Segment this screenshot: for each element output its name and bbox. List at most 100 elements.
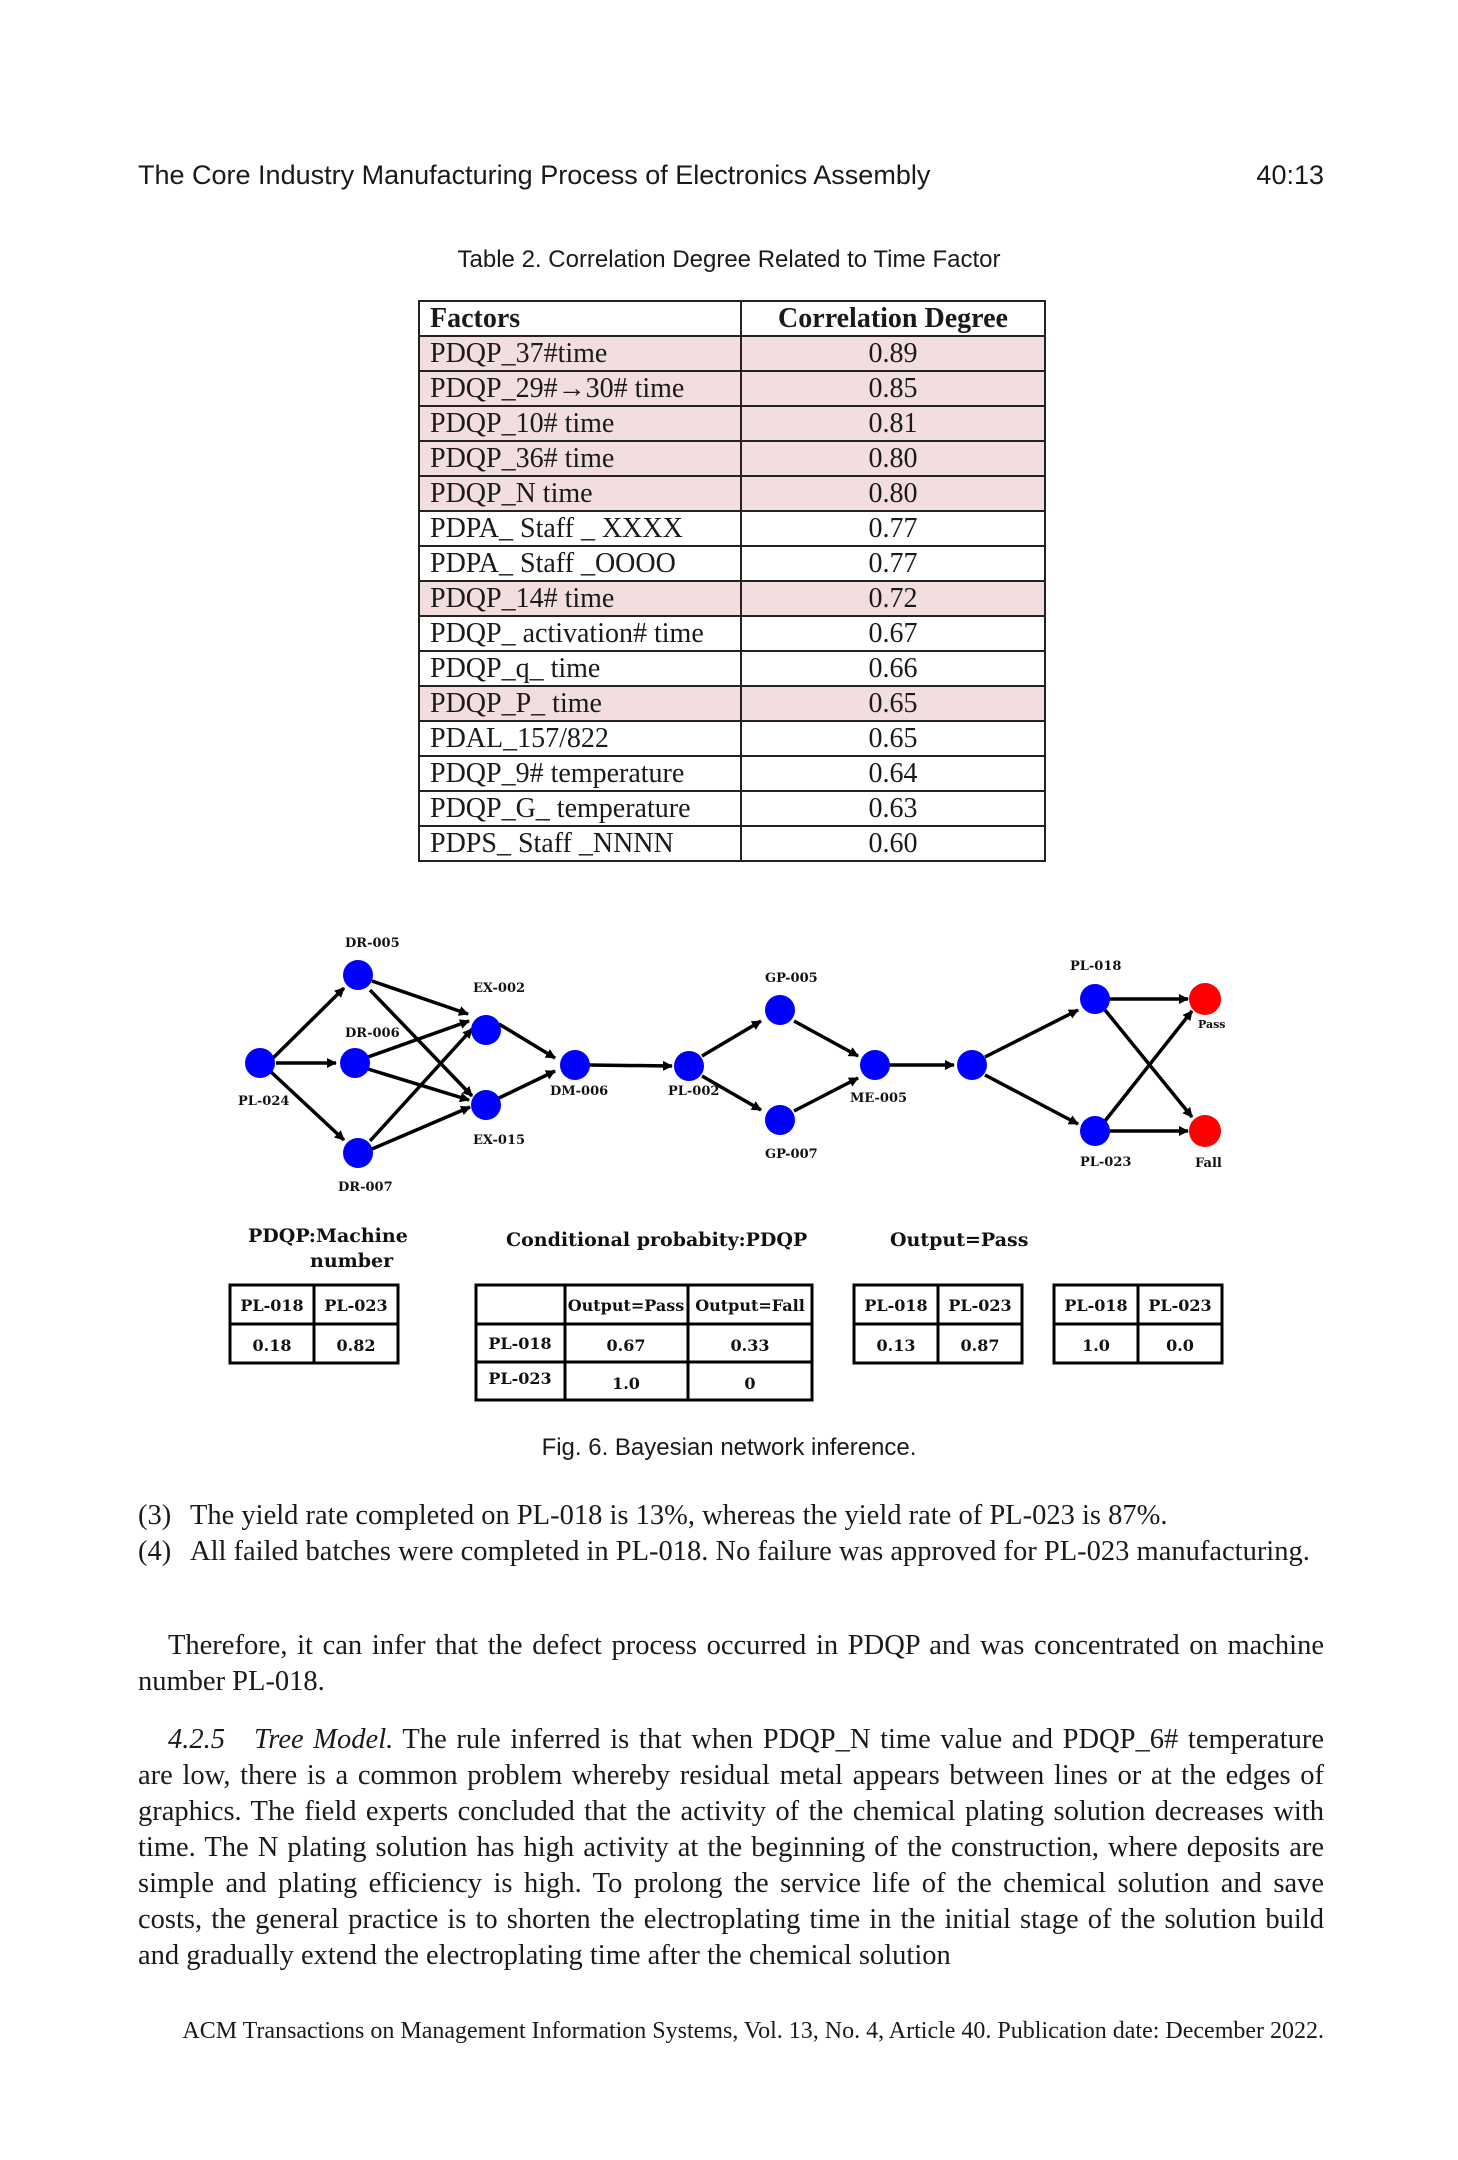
correlation-cell: 0.89 (740, 335, 1046, 372)
factor-cell: PDQP_G_ temperature (418, 790, 742, 827)
machine-h1: PL-018 (240, 1296, 303, 1315)
label-pl-002: PL-002 (668, 1084, 719, 1099)
section-tree-model: 4.2.5 Tree Model. The rule inferred is t… (138, 1722, 1324, 1974)
cond-r1v2: 0.33 (731, 1336, 770, 1355)
label-pl-018: PL-018 (1070, 959, 1121, 974)
correlation-cell: 0.65 (740, 720, 1046, 757)
probability-tables: PDQP:Machine number Conditional probabit… (228, 1225, 1224, 1402)
label-me-005: ME-005 (850, 1091, 907, 1106)
correlation-degree-header: Correlation Degree (740, 300, 1046, 337)
factor-cell: PDPA_ Staff _ XXXX (418, 510, 742, 547)
node-gp-007 (765, 1105, 795, 1135)
node-pl-002 (674, 1051, 704, 1081)
edge (371, 1105, 471, 1151)
node-pl-018 (1080, 984, 1110, 1014)
edge (1103, 1009, 1194, 1123)
list-number: (4) (138, 1536, 172, 1567)
correlation-cell: 0.63 (740, 790, 1046, 827)
node-dm-006 (560, 1050, 590, 1080)
label-pl-024: PL-024 (238, 1094, 289, 1109)
factor-cell: PDQP_ activation# time (418, 615, 742, 652)
out1-v2: 0.87 (961, 1336, 1000, 1355)
cond-title: Conditional probabity:PDQP (506, 1229, 807, 1251)
factor-cell: PDQP_N time (418, 475, 742, 512)
edge (498, 1069, 556, 1100)
edge (368, 988, 474, 1098)
out1-v1: 0.13 (877, 1336, 916, 1355)
figure-caption: Fig. 6. Bayesian network inference. (541, 1434, 917, 1461)
label-gp-005: GP-005 (765, 971, 818, 986)
node-pass (1189, 983, 1221, 1015)
correlation-cell: 0.65 (740, 685, 1046, 722)
out1-h2: PL-023 (948, 1296, 1011, 1315)
node-ex-002 (471, 1015, 501, 1045)
node-dr-007 (343, 1138, 373, 1168)
machine-h2: PL-023 (324, 1296, 387, 1315)
node-junction (957, 1050, 987, 1080)
correlation-cell: 0.81 (740, 405, 1046, 442)
table-header-row: Factors Correlation Degree (418, 300, 1046, 337)
table-cells: PL-018 PL-023 0.18 0.82 Output=Pass Outp… (240, 1296, 1211, 1393)
cond-h2: Output=Fall (695, 1296, 805, 1315)
section-number: 4.2.5 (168, 1724, 225, 1755)
factor-cell: PDQP_9# temperature (418, 755, 742, 792)
edge (701, 1074, 762, 1112)
edge (701, 1019, 762, 1058)
node-pl-024 (245, 1048, 275, 1078)
factor-cell: PDQP_29#→30# time (418, 370, 742, 407)
running-header: The Core Industry Manufacturing Process … (138, 160, 1324, 200)
list-number: (3) (138, 1500, 172, 1531)
cond-r1v1: 0.67 (607, 1336, 646, 1355)
edge (793, 1076, 859, 1113)
edge (367, 1067, 470, 1103)
factor-cell: PDPS_ Staff _NNNN (418, 825, 742, 862)
edge (371, 979, 469, 1016)
correlation-cell: 0.85 (740, 370, 1046, 407)
node-me-005 (860, 1050, 890, 1080)
table-caption: Table 2. Correlation Degree Related to T… (457, 246, 1001, 273)
network-nodes (245, 960, 1110, 1168)
list-item-4: (4) All failed batches were completed in… (138, 1534, 1324, 1570)
journal-footer: ACM Transactions on Management Informati… (182, 2018, 1324, 2044)
edge (984, 1073, 1079, 1126)
out2-v2: 0.0 (1166, 1336, 1194, 1355)
edge (268, 986, 346, 1063)
factor-cell: PDQP_14# time (418, 580, 742, 617)
factor-cell: PDQP_P_ time (418, 685, 742, 722)
machine-title-2: number (310, 1250, 394, 1272)
table-borders (228, 1283, 1224, 1402)
list-item-3: (3) The yield rate completed on PL-018 i… (138, 1498, 1324, 1534)
out2-h1: PL-018 (1064, 1296, 1127, 1315)
correlation-cell: 0.72 (740, 580, 1046, 617)
out2-v1: 1.0 (1082, 1336, 1110, 1355)
edge (588, 1060, 673, 1071)
edge (368, 1027, 474, 1143)
label-fall: Fall (1195, 1156, 1222, 1171)
label-ex-015: EX-015 (473, 1133, 525, 1148)
out1-h1: PL-018 (864, 1296, 927, 1315)
cond-h1: Output=Pass (568, 1296, 685, 1315)
correlation-cell: 0.67 (740, 615, 1046, 652)
list-text: The yield rate completed on PL-018 is 13… (190, 1500, 1168, 1531)
correlation-cell: 0.64 (740, 755, 1046, 792)
factor-cell: PDAL_157/822 (418, 720, 742, 757)
outcome-nodes (1189, 983, 1221, 1147)
network-edges (268, 979, 1194, 1151)
factors-header: Factors (418, 300, 742, 337)
node-labels: PL-024 DR-005 DR-006 DR-007 EX-002 EX-01… (238, 936, 1226, 1195)
edge (498, 1022, 556, 1060)
node-dr-006 (340, 1048, 370, 1078)
section-text: The rule inferred is that when PDQP_N ti… (138, 1724, 1324, 1971)
factor-cell: PDQP_q_ time (418, 650, 742, 687)
output-title: Output=Pass (890, 1229, 1028, 1251)
cond-r2: PL-023 (488, 1369, 551, 1388)
